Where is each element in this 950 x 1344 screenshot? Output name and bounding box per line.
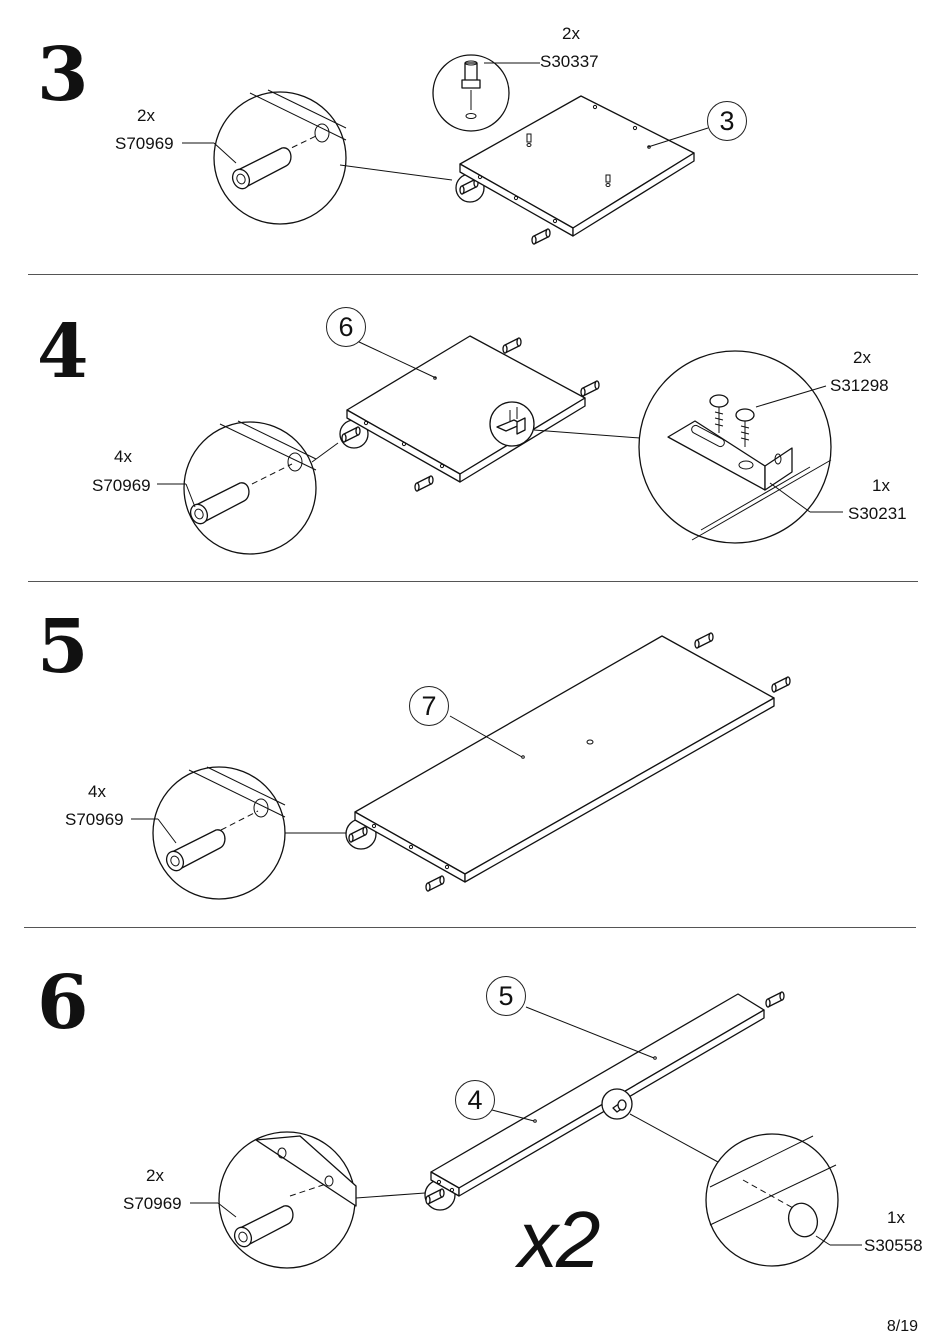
hardware-qty: 2x — [146, 1166, 164, 1185]
step-number: 3 — [37, 32, 89, 118]
hardware-code: S30558 — [864, 1236, 923, 1255]
step-number: 5 — [37, 604, 89, 690]
section-divider — [28, 274, 918, 275]
part-callout: 5 — [486, 976, 526, 1016]
part-callout: 7 — [409, 686, 449, 726]
hardware-code: S70969 — [115, 134, 174, 153]
hardware-code: S31298 — [830, 376, 889, 395]
page-number: 8/19 — [886, 1318, 918, 1335]
hardware-qty: 1x — [872, 476, 890, 495]
part-callout: 6 — [326, 307, 366, 347]
step-3-drawing — [182, 54, 709, 245]
hardware-qty: 2x — [137, 106, 155, 125]
step-4-drawing — [157, 335, 843, 555]
part-callout: 4 — [455, 1080, 495, 1120]
hardware-code: S30337 — [540, 52, 599, 71]
part-callout: 3 — [707, 101, 747, 141]
step-5-drawing — [131, 632, 791, 900]
hardware-qty: 2x — [853, 348, 871, 367]
quantity-multiplier: x2 — [518, 1195, 600, 1284]
section-divider — [24, 927, 916, 928]
hardware-code: S70969 — [65, 810, 124, 829]
hardware-qty: 1x — [887, 1208, 905, 1227]
hardware-qty: 2x — [562, 24, 580, 43]
step-number: 4 — [37, 309, 89, 395]
hardware-code: S30231 — [848, 504, 907, 523]
step-number: 6 — [37, 960, 89, 1046]
section-divider — [28, 581, 918, 582]
step-6-drawing — [190, 991, 862, 1269]
hardware-qty: 4x — [88, 782, 106, 801]
hardware-qty: 4x — [114, 447, 132, 466]
hardware-code: S70969 — [123, 1194, 182, 1213]
hardware-code: S70969 — [92, 476, 151, 495]
